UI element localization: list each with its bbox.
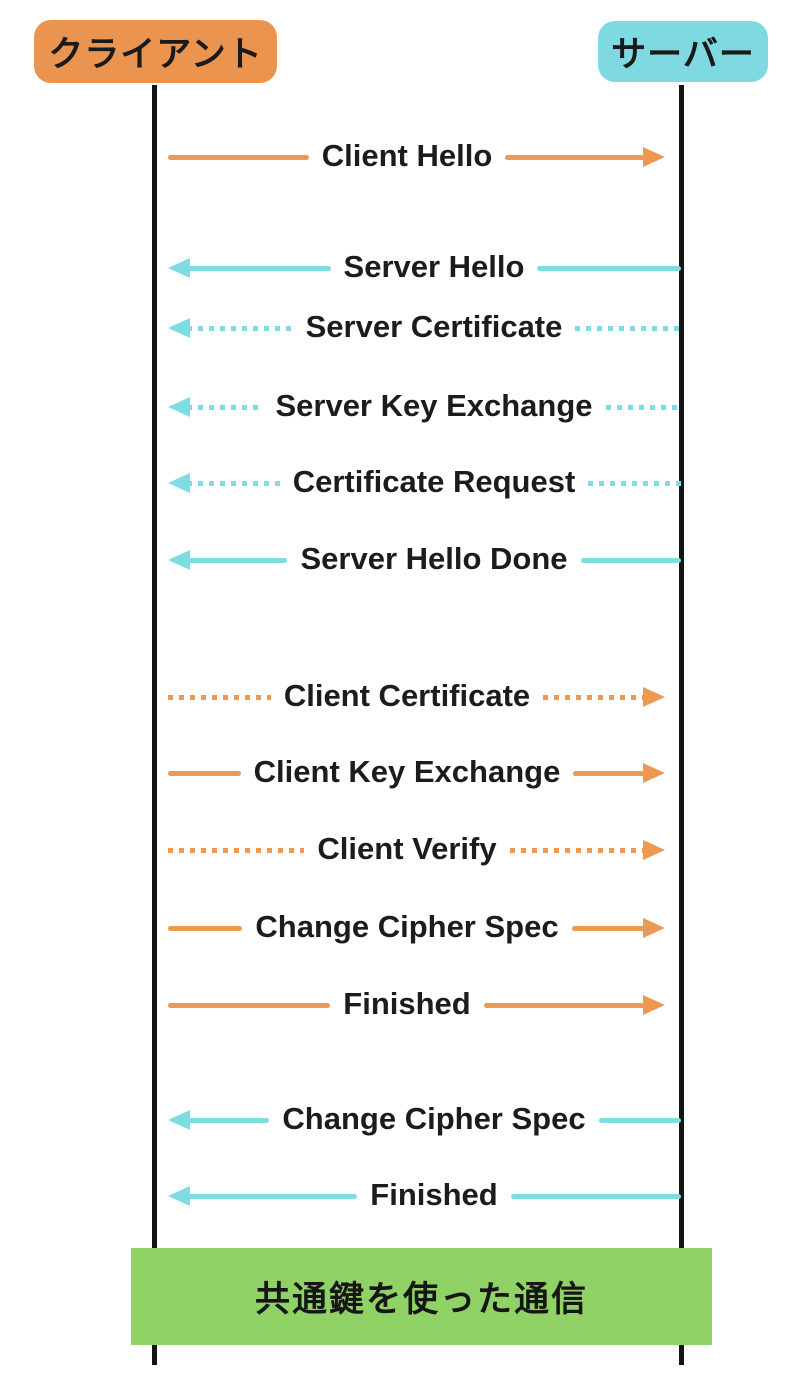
message-label: Server Hello Done: [300, 541, 568, 576]
server-lifeline: [679, 85, 684, 1365]
arrow-line-dotted: [543, 694, 646, 700]
arrow-line-dotted: [605, 404, 682, 410]
client-lifeline: [152, 85, 157, 1365]
arrow-line-solid: [187, 1193, 358, 1199]
message-label: Server Key Exchange: [275, 388, 593, 423]
message-row: Finished: [168, 1174, 682, 1218]
arrowhead-left-icon: [168, 1186, 190, 1206]
arrowhead-left-icon: [168, 1110, 190, 1130]
message-row: Server Hello: [168, 246, 681, 290]
arrow-line-solid: [187, 265, 331, 271]
arrow-line-solid: [505, 154, 647, 160]
arrow-line-solid: [168, 770, 241, 776]
arrow-line-dotted: [588, 480, 681, 486]
message-row: Certificate Request: [168, 461, 681, 505]
message-label: Change Cipher Spec: [282, 1101, 586, 1136]
message-row: Server Certificate: [168, 306, 681, 350]
arrowhead-left-icon: [168, 550, 190, 570]
arrowhead-right-icon: [643, 995, 666, 1015]
arrow-line-solid: [168, 925, 243, 931]
message-label: Client Verify: [317, 831, 497, 866]
arrowhead-left-icon: [168, 258, 190, 278]
message-row: Client Verify: [168, 828, 665, 872]
arrow-line-solid: [573, 770, 646, 776]
arrow-line-dotted: [168, 847, 305, 853]
shared-key-banner: 共通鍵を使った通信: [131, 1248, 712, 1345]
message-row: Change Cipher Spec: [168, 906, 665, 950]
message-label: Certificate Request: [292, 464, 576, 499]
actor-server: サーバー: [598, 21, 768, 82]
arrowhead-right-icon: [643, 840, 665, 860]
message-label: Server Certificate: [305, 309, 563, 344]
message-label: Server Hello: [343, 249, 525, 284]
arrow-line-dotted: [187, 325, 293, 331]
arrow-line-solid: [537, 265, 681, 271]
message-row: Server Hello Done: [168, 538, 682, 582]
arrow-line-dotted: [509, 847, 646, 853]
arrowhead-right-icon: [643, 918, 665, 938]
arrow-line-solid: [571, 925, 646, 931]
arrowhead-right-icon: [643, 687, 665, 707]
message-label: Finished: [343, 986, 471, 1021]
arrowhead-left-icon: [168, 318, 190, 338]
message-row: Client Hello: [168, 135, 666, 179]
arrow-line-dotted: [575, 325, 681, 331]
arrow-line-dotted: [168, 694, 271, 700]
message-row: Finished: [168, 983, 666, 1027]
message-row: Client Certificate: [168, 675, 665, 719]
arrow-line-solid: [187, 1117, 270, 1123]
arrowhead-left-icon: [168, 473, 190, 493]
message-label: Client Certificate: [283, 678, 531, 713]
message-label: Finished: [370, 1177, 498, 1212]
message-label: Client Key Exchange: [253, 754, 561, 789]
arrowhead-left-icon: [168, 397, 190, 417]
arrow-line-solid: [187, 557, 288, 563]
arrowhead-right-icon: [643, 147, 666, 167]
arrow-line-solid: [510, 1193, 682, 1199]
arrow-line-solid: [483, 1002, 647, 1008]
arrow-line-solid: [168, 154, 309, 160]
message-label: Change Cipher Spec: [255, 909, 559, 944]
arrow-line-solid: [168, 1002, 331, 1008]
arrow-line-solid: [580, 557, 682, 563]
message-row: Change Cipher Spec: [168, 1098, 681, 1142]
arrowhead-right-icon: [643, 763, 665, 783]
arrow-line-dotted: [187, 404, 263, 410]
message-row: Client Key Exchange: [168, 751, 665, 795]
message-label: Client Hello: [321, 138, 493, 173]
arrow-line-dotted: [187, 480, 280, 486]
arrow-line-solid: [598, 1117, 681, 1123]
message-row: Server Key Exchange: [168, 385, 682, 429]
actor-client: クライアント: [34, 20, 277, 83]
